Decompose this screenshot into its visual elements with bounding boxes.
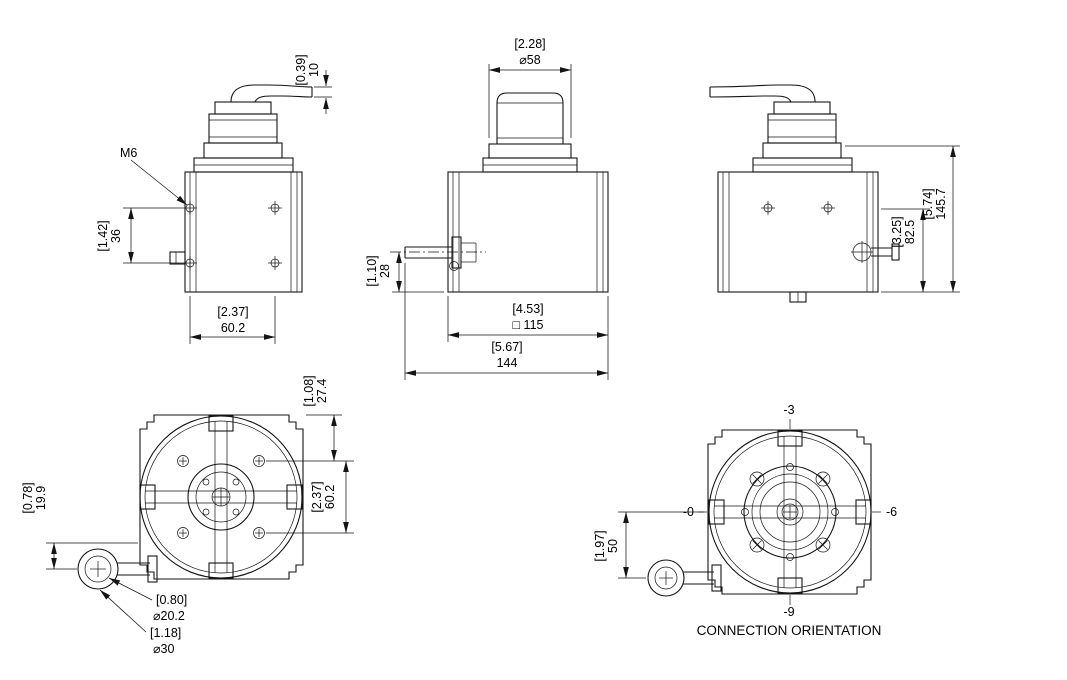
mounting-holes (761, 201, 835, 215)
dim-overall-length-in: [5.67] (491, 340, 522, 354)
dim-hole-vspacing-in: [1.42] (96, 220, 110, 251)
dim-shaft-height-in: [1.10] (365, 255, 379, 286)
mounting-holes (183, 201, 282, 270)
dim-conn-offset: [1.97] 50 (593, 511, 704, 579)
dim-edge-to-hole: [1.08] 27.4 (266, 375, 354, 462)
dim-edge-to-hole-in: [1.08] (302, 375, 316, 406)
dim-cable-height-mm: 10 (307, 63, 321, 77)
dim-conn-bore-callout: [0.80] ⌀20.2 (108, 577, 187, 623)
dim-overall-height-in: [5.74] (921, 188, 935, 219)
dim-body-square: [4.53] □ 115 (447, 296, 609, 380)
dim-hole-vspacing-mm: 36 (109, 229, 123, 243)
m6-label: M6 (120, 146, 137, 160)
connector-stack (709, 84, 853, 173)
center-hub (741, 463, 839, 561)
orientation-label-right: -6 (886, 505, 897, 519)
dim-edge-to-hole-mm: 27.4 (315, 379, 329, 403)
dim-body-square-mm: □ 115 (513, 318, 544, 332)
dim-overall-height-mm: 145.7 (934, 188, 948, 219)
dim-conn-offset-in: [0.78] (21, 482, 35, 513)
view-top: [1.08] 27.4 [2.37] 60.2 [0.78] 19.9 [0.8… (21, 375, 354, 656)
side-connector (77, 548, 158, 590)
center-hub (187, 463, 255, 531)
dim-hole-vspacing: [1.42] 36 (96, 207, 183, 264)
dim-hole-hspacing-mm: 60.2 (221, 321, 245, 335)
connector-stack (193, 84, 313, 173)
dim-conn-height-mm: 82.5 (903, 220, 917, 244)
dim-hole-spacing-mm: 60.2 (323, 485, 337, 509)
dim-conn-dia-callout: [1.18] ⌀30 (99, 589, 181, 656)
view-side-cable-right: [0.39] 10 M6 [1.42] 36 [2.37] 60.2 (96, 54, 332, 344)
dim-conn-height: [3.25] 82.5 (881, 208, 960, 293)
dim-hole-hspacing-in: [2.37] (217, 305, 248, 319)
motor-body-outline (447, 171, 609, 293)
view-front-shaft-left: [2.28] ⌀58 [1.10] 28 [4.53] □ 115 [5.67]… (365, 37, 609, 380)
dim-conn-offset-in: [1.97] (593, 530, 607, 561)
dim-conn-offset: [0.78] 19.9 (21, 482, 138, 570)
flange-screws (177, 455, 265, 539)
dim-conn-height-in: [3.25] (890, 216, 904, 247)
dim-body-square-in: [4.53] (512, 302, 543, 316)
dim-conn-bore-in: [0.80] (156, 593, 187, 607)
dim-conn-dia-in: [1.18] (150, 626, 181, 640)
dim-connector-dia-in: [2.28] (514, 37, 545, 51)
dim-cable-height: [0.39] 10 (294, 54, 332, 114)
dim-conn-dia-mm: ⌀30 (153, 642, 174, 656)
view-side-cable-left: [3.25] 82.5 [5.74] 145.7 (709, 84, 960, 303)
dim-hole-hspacing: [2.37] 60.2 (189, 296, 276, 344)
shaft-assembly (390, 236, 486, 271)
dim-shaft-height-mm: 28 (378, 264, 392, 278)
orientation-label-top: -3 (783, 403, 794, 417)
dim-hole-spacing: [2.37] 60.2 (266, 460, 354, 534)
view-connection-orientation: -3 -0 -6 -9 [1.97] 50 CONNECTION ORIENTA… (593, 403, 897, 638)
dim-conn-offset-mm: 50 (606, 539, 620, 553)
side-screw (851, 241, 900, 263)
orientation-label-bottom: -9 (783, 605, 794, 619)
dim-conn-offset-mm: 19.9 (34, 486, 48, 510)
side-connector (647, 559, 722, 597)
dim-cable-height-in: [0.39] (294, 54, 308, 85)
dim-connector-dia: [2.28] ⌀58 (488, 37, 572, 138)
dim-overall-length: [5.67] 144 (404, 263, 609, 380)
dim-connector-dia-mm: ⌀58 (519, 53, 540, 67)
dim-shaft-height: [1.10] 28 (365, 251, 444, 293)
m6-callout: M6 (120, 146, 188, 206)
dim-hole-spacing-in: [2.37] (310, 481, 324, 512)
dim-conn-bore-mm: ⌀20.2 (153, 609, 185, 623)
dim-overall-height: [5.74] 145.7 (845, 145, 960, 293)
motor-body-outline (717, 171, 879, 303)
connector-stack (482, 92, 578, 173)
dim-overall-length-mm: 144 (497, 356, 518, 370)
motor-body-outline (169, 171, 303, 293)
connection-orientation-caption: CONNECTION ORIENTATION (697, 623, 882, 638)
hub-screws (749, 471, 831, 553)
